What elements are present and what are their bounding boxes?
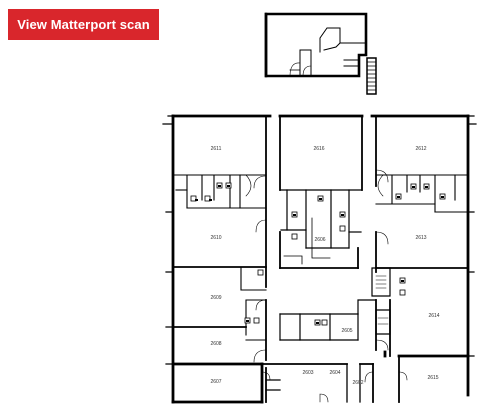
building-shell [171, 114, 470, 404]
upper-annex [264, 12, 368, 78]
room-2613: 2613 [415, 235, 426, 241]
west-utility [240, 267, 267, 341]
interior-walls [172, 115, 469, 403]
room-2605: 2605 [341, 328, 352, 334]
view-matterport-scan-button[interactable]: View Matterport scan [8, 9, 159, 40]
room-2609: 2609 [210, 295, 221, 301]
east-stair [371, 267, 391, 335]
room-2602: 2602 [352, 380, 363, 386]
east-restrooms [375, 174, 469, 213]
room-2616: 2616 [313, 146, 324, 152]
stairs-icon [366, 57, 377, 95]
door-swings [253, 169, 408, 403]
central-core [280, 189, 362, 265]
room-2612: 2612 [415, 146, 426, 152]
room-2608: 2608 [210, 341, 221, 347]
room-2615: 2615 [427, 375, 438, 381]
room-2607: 2607 [210, 379, 221, 385]
room-2611: 2611 [211, 146, 222, 152]
room-2603: 2603 [302, 370, 313, 376]
room-labels: 2611 2616 2612 2610 2606 2613 2609 2614 … [210, 146, 439, 386]
sink-icon [195, 185, 444, 324]
south-core [279, 299, 377, 341]
west-restrooms [172, 174, 267, 209]
room-2614: 2614 [428, 313, 439, 319]
room-2604: 2604 [329, 370, 340, 376]
room-2606: 2606 [314, 237, 325, 243]
room-2610: 2610 [210, 235, 221, 241]
